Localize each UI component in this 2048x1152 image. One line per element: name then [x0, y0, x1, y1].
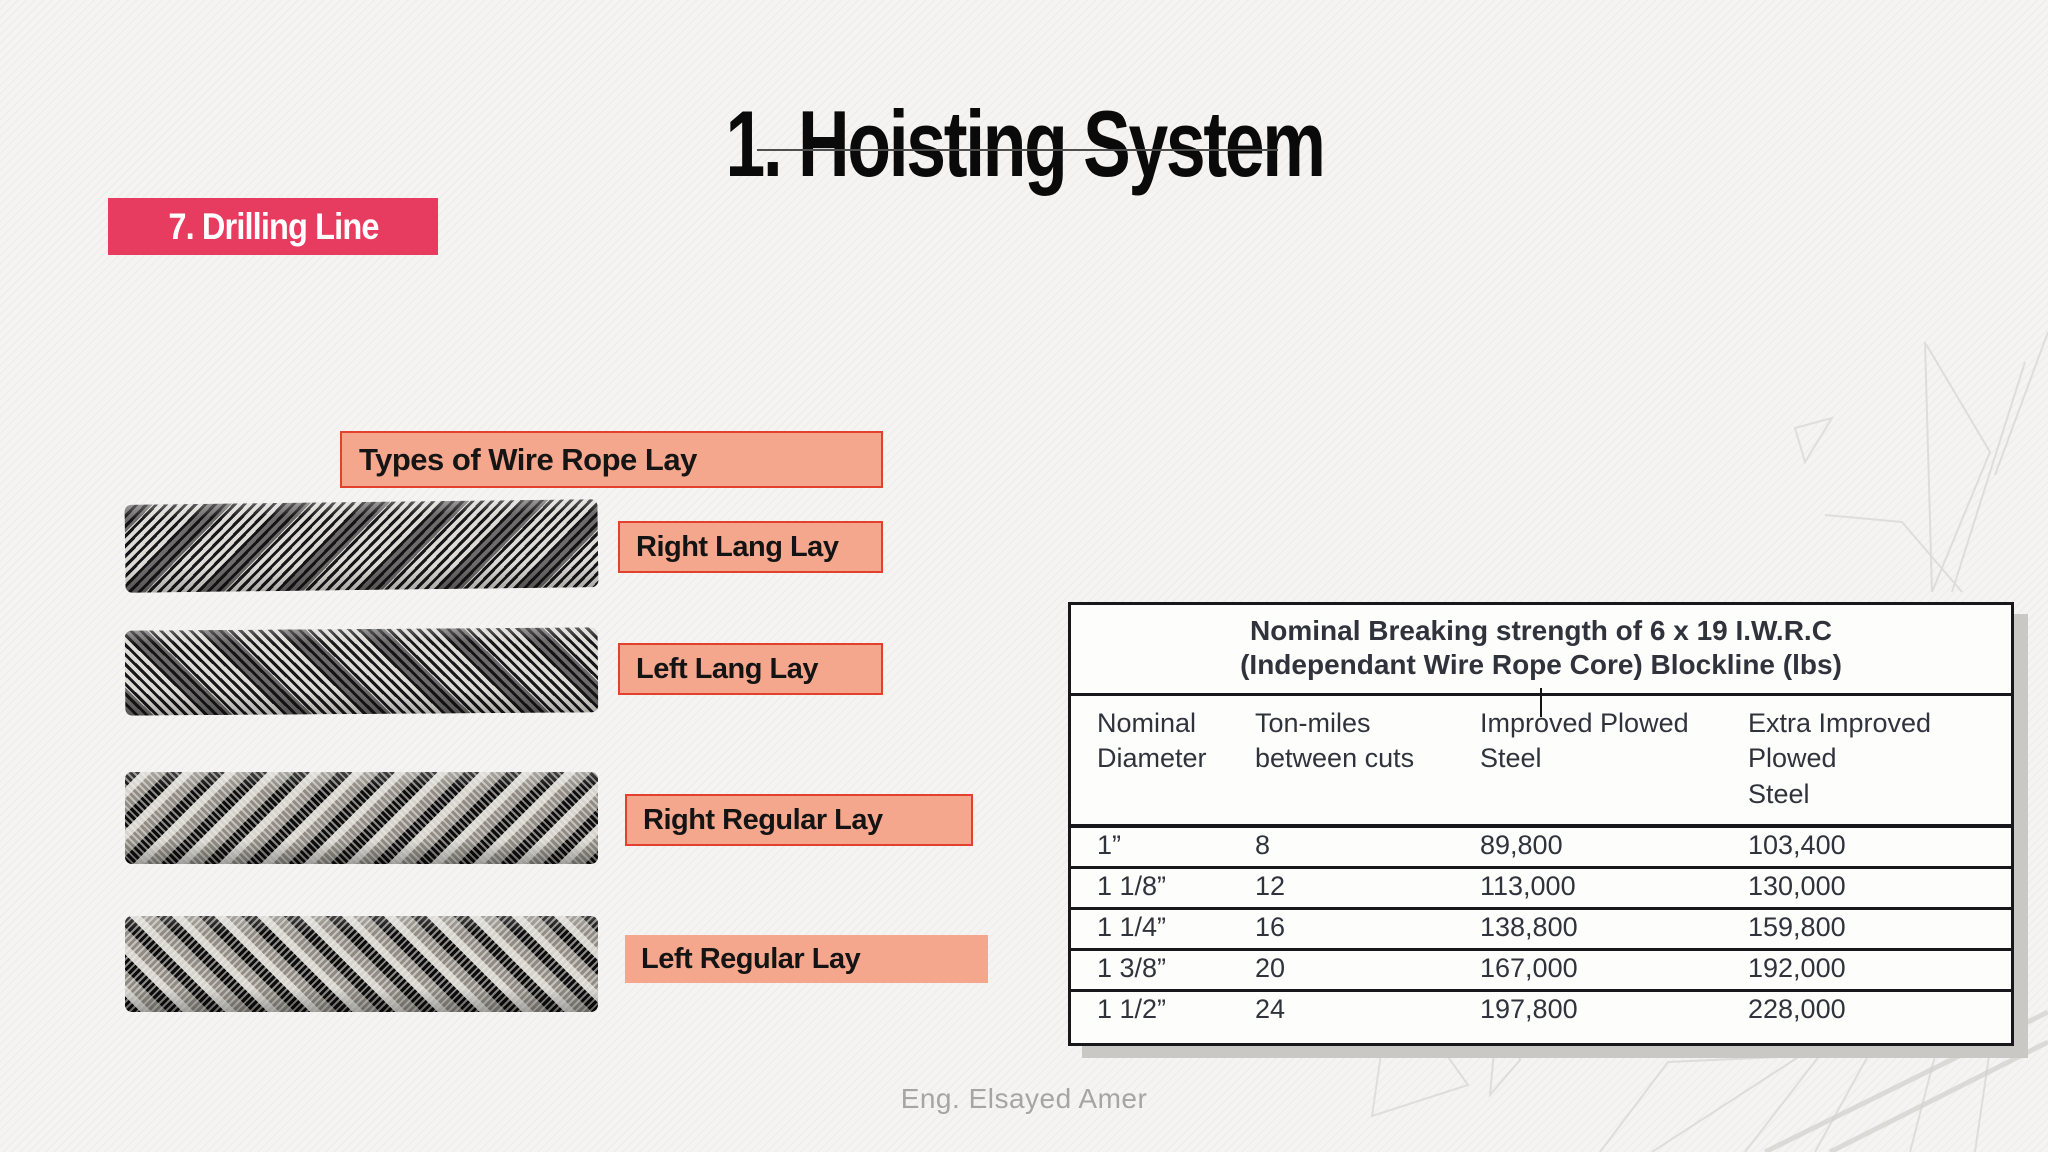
breaking-strength-table: Nominal Breaking strength of 6 x 19 I.W.…: [1068, 602, 2014, 1046]
title-underline: [757, 149, 1278, 151]
rope-image-right-regular-lay: [125, 772, 598, 864]
table-row: 1 1/8” 12 113,000 130,000: [1071, 869, 2011, 910]
section-heading-label: Types of Wire Rope Lay: [359, 441, 697, 477]
table-bottom-padding: [1071, 1030, 2011, 1043]
cell-ton-miles: 8: [1255, 829, 1271, 860]
cell-extra-improved: 103,400: [1748, 829, 1846, 860]
label-left-regular-lay: Left Regular Lay: [625, 935, 988, 983]
table-title: Nominal Breaking strength of 6 x 19 I.W.…: [1071, 605, 2011, 697]
label-left-regular-lay-text: Left Regular Lay: [641, 942, 861, 975]
drilling-line-badge: 7. Drilling Line: [108, 198, 438, 255]
table-title-line1: Nominal Breaking strength of 6 x 19 I.W.…: [1250, 615, 1832, 646]
cell-extra-improved: 228,000: [1748, 993, 1846, 1024]
cell-ton-miles: 24: [1255, 993, 1286, 1024]
table-title-line2: (Independant Wire Rope Core) Blockline (…: [1240, 649, 1842, 681]
text-cursor: [1540, 688, 1542, 717]
label-right-lang-lay: Right Lang Lay: [618, 521, 883, 573]
cell-extra-improved: 192,000: [1748, 952, 1846, 983]
label-right-lang-lay-text: Right Lang Lay: [636, 530, 839, 563]
cell-ton-miles: 20: [1255, 952, 1286, 983]
cell-improved: 113,000: [1480, 870, 1576, 901]
rope-image-right-lang-lay: [124, 499, 599, 593]
cell-diameter: 1 1/8”: [1097, 870, 1167, 901]
cell-improved: 167,000: [1480, 952, 1578, 983]
cell-ton-miles: 16: [1255, 911, 1286, 942]
cell-diameter: 1 3/8”: [1097, 952, 1167, 983]
cell-improved: 197,800: [1480, 993, 1578, 1024]
rope-image-left-regular-lay: [125, 916, 598, 1012]
table-row: 1 1/4” 16 138,800 159,800: [1071, 910, 2011, 951]
author-credit: Eng. Elsayed Amer: [900, 1083, 1148, 1114]
cell-improved: 138,800: [1480, 911, 1578, 942]
table-row: 1 1/2” 24 197,800 228,000: [1071, 992, 2011, 1030]
table-row: 1” 8 89,800 103,400: [1071, 828, 2011, 869]
label-left-lang-lay-text: Left Lang Lay: [636, 652, 819, 685]
table-row: 1 3/8” 20 167,000 192,000: [1071, 951, 2011, 992]
label-left-lang-lay: Left Lang Lay: [618, 643, 883, 695]
cell-diameter: 1 1/2”: [1097, 993, 1167, 1024]
cell-diameter: 1”: [1097, 829, 1122, 860]
slide-title: 1. Hoisting System: [724, 90, 1325, 196]
types-of-wire-rope-lay-heading: Types of Wire Rope Lay: [340, 431, 883, 488]
cell-extra-improved: 159,800: [1748, 911, 1846, 942]
cell-extra-improved: 130,000: [1748, 870, 1846, 901]
cell-diameter: 1 1/4”: [1097, 911, 1167, 942]
label-right-regular-lay-text: Right Regular Lay: [643, 803, 883, 836]
drilling-line-badge-label: 7. Drilling Line: [167, 205, 379, 247]
cell-improved: 89,800: [1480, 829, 1563, 860]
label-right-regular-lay: Right Regular Lay: [625, 794, 973, 846]
cell-ton-miles: 12: [1255, 870, 1286, 901]
rope-image-left-lang-lay: [124, 627, 599, 716]
